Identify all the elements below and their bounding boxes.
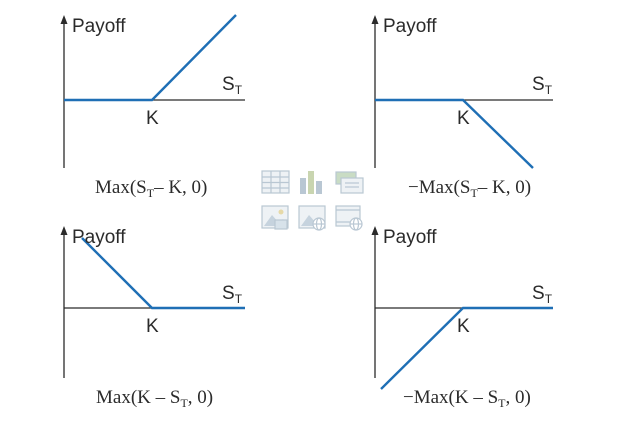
formula-post: – K, 0) <box>477 177 532 198</box>
price-base: S <box>222 74 235 95</box>
payoff-label: Payoff <box>72 227 126 248</box>
strike-label: K <box>146 316 159 337</box>
smartart-icon[interactable] <box>335 171 364 194</box>
price-label: ST <box>222 75 242 96</box>
formula-pre: −Max(S <box>408 177 471 198</box>
formula-pre: −Max(K – S <box>403 387 499 408</box>
payoff-line <box>380 306 553 390</box>
price-label: ST <box>532 75 552 96</box>
y-axis-arrow <box>371 15 379 24</box>
payoff-line <box>64 14 237 102</box>
formula-pre: Max(S <box>95 177 147 198</box>
payoff-label: Payoff <box>72 16 126 37</box>
formula-post: , 0) <box>505 387 531 408</box>
long-put-formula: Max(K – ST, 0) <box>96 388 213 409</box>
content-placeholder-icons <box>259 168 367 236</box>
payoff-label: Payoff <box>383 227 437 248</box>
formula-post: , 0) <box>187 387 214 408</box>
y-axis-arrow <box>60 15 68 24</box>
payoff-line <box>375 98 534 169</box>
strike-label: K <box>146 108 159 129</box>
price-base: S <box>532 74 545 95</box>
y-axis-arrow <box>371 226 379 235</box>
strike-label: K <box>457 108 470 129</box>
price-label: ST <box>532 284 552 305</box>
price-base: S <box>222 283 235 304</box>
price-label: ST <box>222 284 242 305</box>
price-subscript: T <box>234 292 243 306</box>
table-icon[interactable] <box>261 170 290 194</box>
online-picture-icon[interactable] <box>298 205 326 231</box>
price-subscript: T <box>544 83 553 97</box>
formula-pre: Max(K – S <box>96 387 181 408</box>
strike-label: K <box>457 316 470 337</box>
price-subscript: T <box>544 292 553 306</box>
formula-subscript: T <box>180 396 188 410</box>
picture-icon[interactable] <box>261 205 289 230</box>
price-subscript: T <box>234 83 243 97</box>
short-put-formula: −Max(K – ST, 0) <box>403 388 531 409</box>
short-call-formula: −Max(ST– K, 0) <box>408 178 531 199</box>
payoff-line <box>81 237 245 310</box>
formula-subscript: T <box>498 396 506 410</box>
formula-post: – K, 0) <box>154 177 208 198</box>
formula-subscript: T <box>470 186 478 200</box>
long-call-formula: Max(ST– K, 0) <box>95 178 207 199</box>
placeholder-icons-svg <box>261 170 364 231</box>
video-icon[interactable] <box>335 205 363 231</box>
chart-icon[interactable] <box>300 171 322 194</box>
payoff-label: Payoff <box>383 16 437 37</box>
formula-subscript: T <box>146 186 155 200</box>
price-base: S <box>532 283 545 304</box>
y-axis-arrow <box>60 226 68 235</box>
